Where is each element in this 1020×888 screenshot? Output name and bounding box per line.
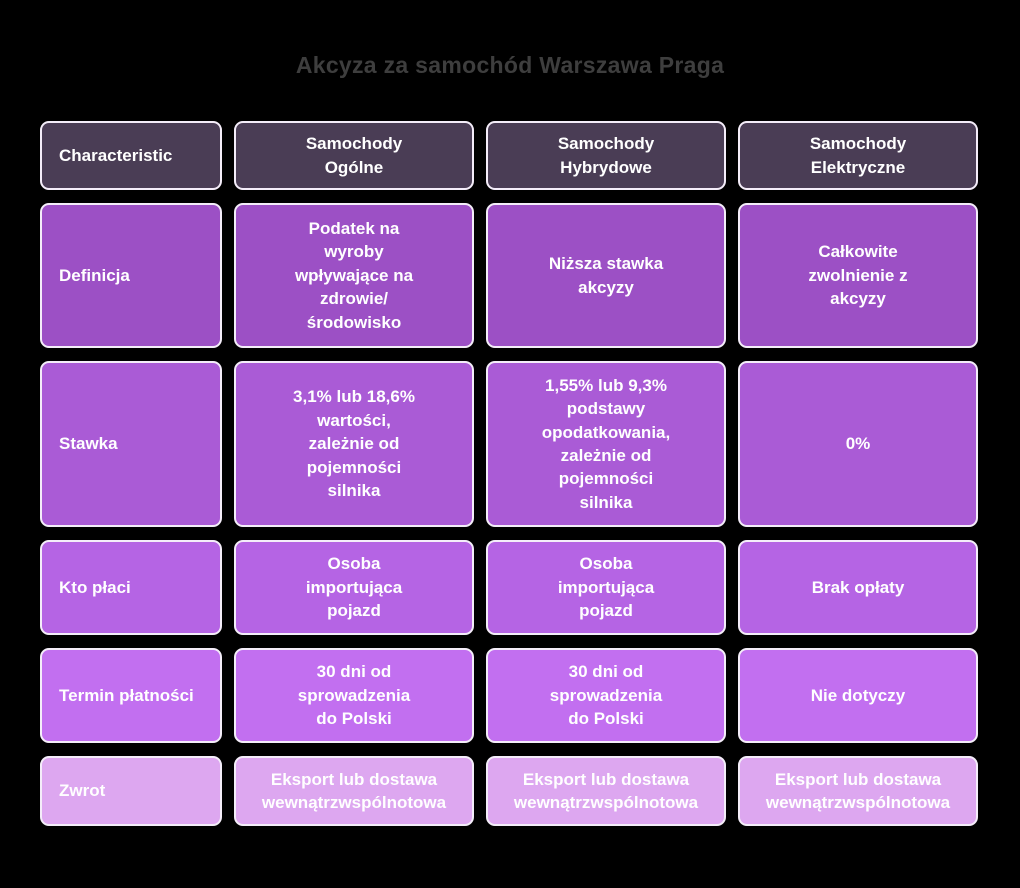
header-label: Characteristic: [59, 145, 173, 165]
cell-termin-ogolne: 30 dni od sprowadzenia do Polski: [234, 648, 474, 743]
row-label-kto-placi: Kto płaci: [40, 540, 222, 635]
header-cell-characteristic: Characteristic: [40, 121, 222, 190]
row-label-text: Termin płatności: [59, 685, 194, 705]
header-cell-samochody-ogolne: Samochody Ogólne: [234, 121, 474, 190]
header-cell-samochody-hybrydowe: Samochody Hybrydowe: [486, 121, 726, 190]
cell-termin-elektryczne: Nie dotyczy: [738, 648, 978, 743]
row-label-definicja: Definicja: [40, 203, 222, 348]
row-label-text: Kto płaci: [59, 577, 131, 597]
cell-text: Eksport lub dostawa wewnątrzwspólnotowa: [261, 769, 447, 812]
header-label: Samochody Hybrydowe: [557, 134, 655, 177]
comparison-table: Characteristic Samochody Ogólne Samochod…: [40, 121, 978, 826]
cell-zwrot-hybrydowe: Eksport lub dostawa wewnątrzwspólnotowa: [486, 756, 726, 826]
cell-text: Całkowite zwolnienie z akcyzy: [808, 242, 908, 309]
row-label-text: Definicja: [59, 265, 130, 285]
cell-stawka-elektryczne: 0%: [738, 361, 978, 527]
cell-text: Eksport lub dostawa wewnątrzwspólnotowa: [513, 769, 699, 812]
cell-text: Podatek na wyroby wpływające na zdrowie/…: [294, 218, 414, 332]
page-title: Akcyza za samochód Warszawa Praga: [295, 52, 725, 78]
cell-stawka-hybrydowe: 1,55% lub 9,3% podstawy opodatkowania, z…: [486, 361, 726, 527]
cell-text: Niższa stawka akcyzy: [548, 254, 664, 297]
header-label: Samochody Ogólne: [305, 134, 403, 177]
row-label-zwrot: Zwrot: [40, 756, 222, 826]
row-label-stawka: Stawka: [40, 361, 222, 527]
cell-text: 1,55% lub 9,3% podstawy opodatkowania, z…: [541, 375, 671, 512]
cell-text: Osoba importująca pojazd: [557, 554, 655, 621]
cell-text: Nie dotyczy: [810, 685, 906, 705]
cell-stawka-ogolne: 3,1% lub 18,6% wartości, zależnie od poj…: [234, 361, 474, 527]
row-label-text: Zwrot: [59, 781, 106, 801]
cell-definicja-ogolne: Podatek na wyroby wpływające na zdrowie/…: [234, 203, 474, 348]
row-label-termin-platnosci: Termin płatności: [40, 648, 222, 743]
header-label: Samochody Elektryczne: [809, 134, 907, 177]
cell-zwrot-ogolne: Eksport lub dostawa wewnątrzwspólnotowa: [234, 756, 474, 826]
cell-text: Eksport lub dostawa wewnątrzwspólnotowa: [765, 769, 951, 812]
cell-text: 30 dni od sprowadzenia do Polski: [549, 662, 663, 729]
header-cell-samochody-elektryczne: Samochody Elektryczne: [738, 121, 978, 190]
cell-termin-hybrydowe: 30 dni od sprowadzenia do Polski: [486, 648, 726, 743]
cell-zwrot-elektryczne: Eksport lub dostawa wewnątrzwspólnotowa: [738, 756, 978, 826]
cell-text: 3,1% lub 18,6% wartości, zależnie od poj…: [293, 387, 415, 501]
cell-text: Osoba importująca pojazd: [305, 554, 403, 621]
cell-kto-placi-hybrydowe: Osoba importująca pojazd: [486, 540, 726, 635]
cell-text: Brak opłaty: [811, 577, 905, 597]
cell-definicja-elektryczne: Całkowite zwolnienie z akcyzy: [738, 203, 978, 348]
cell-text: 30 dni od sprowadzenia do Polski: [297, 662, 411, 729]
cell-text: 0%: [845, 434, 871, 454]
cell-definicja-hybrydowe: Niższa stawka akcyzy: [486, 203, 726, 348]
cell-kto-placi-ogolne: Osoba importująca pojazd: [234, 540, 474, 635]
row-label-text: Stawka: [59, 434, 118, 454]
cell-kto-placi-elektryczne: Brak opłaty: [738, 540, 978, 635]
